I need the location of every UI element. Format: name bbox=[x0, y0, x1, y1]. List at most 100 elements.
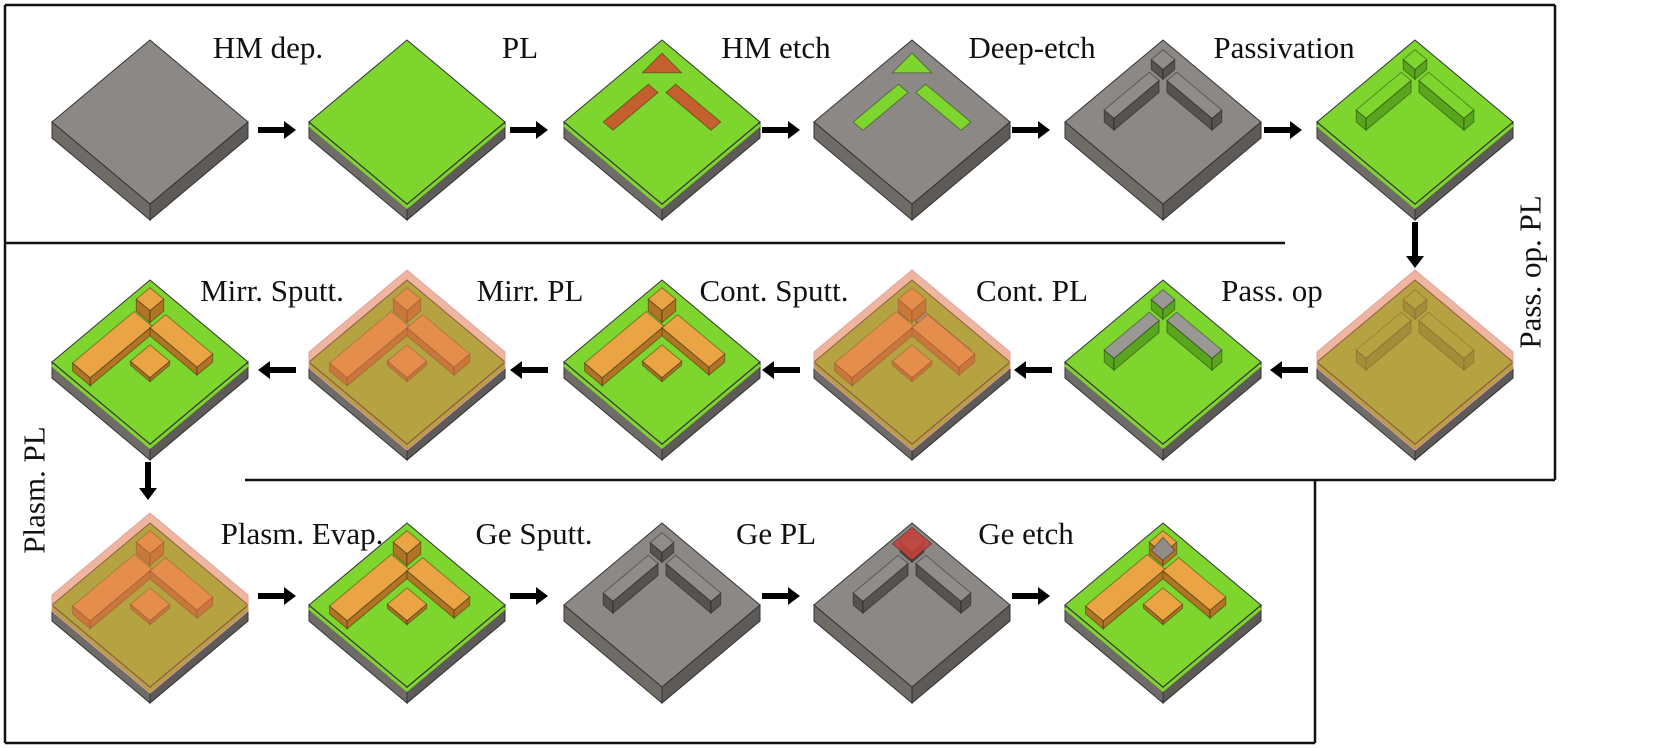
ridge-left bbox=[852, 554, 909, 602]
label-plasm-pl: Plasm. PL bbox=[16, 426, 52, 554]
arrow-icon bbox=[1012, 121, 1050, 139]
arrow-icon bbox=[1014, 361, 1052, 379]
ridge-left bbox=[1103, 311, 1160, 359]
green-layer-edge bbox=[51, 363, 249, 449]
tile-top-surface bbox=[308, 39, 506, 205]
arrow-head bbox=[536, 121, 548, 139]
wafer-tile bbox=[1064, 279, 1262, 462]
metal-pad-center bbox=[1142, 587, 1184, 622]
metal-pad-right bbox=[661, 313, 726, 368]
wafer-tile bbox=[563, 39, 761, 222]
ridge-apex bbox=[1150, 289, 1176, 311]
arrow-icon bbox=[258, 587, 296, 605]
wafer-tile bbox=[1064, 522, 1262, 705]
label-mirr-pl: Mirr. PL bbox=[476, 273, 584, 308]
wafer-tile bbox=[563, 279, 761, 462]
arrow-head bbox=[536, 587, 548, 605]
label-hm-dep: HM dep. bbox=[212, 30, 324, 65]
arrow-icon bbox=[139, 462, 157, 500]
metal-triangle-pad bbox=[135, 287, 165, 312]
ridge-right bbox=[915, 554, 972, 602]
green-layer-edge bbox=[1064, 363, 1262, 449]
wafer-tile bbox=[813, 39, 1011, 222]
green-layer-edge bbox=[563, 363, 761, 449]
arrow-head bbox=[1290, 121, 1302, 139]
arrow-icon bbox=[510, 587, 548, 605]
photoresist-overlay bbox=[51, 512, 249, 694]
ridge-right bbox=[665, 554, 722, 602]
arrow-head bbox=[1038, 587, 1050, 605]
wafer-tile bbox=[51, 279, 249, 462]
arrow-head bbox=[1406, 256, 1424, 268]
label-hm-etch: HM etch bbox=[721, 30, 831, 65]
ge-resist-cap bbox=[891, 526, 933, 561]
arrow-icon bbox=[762, 121, 800, 139]
wafer-tile bbox=[51, 512, 249, 705]
arrow-head bbox=[258, 361, 270, 379]
label-pl: PL bbox=[501, 30, 539, 65]
wafer-tile bbox=[1316, 39, 1514, 222]
arrow-head bbox=[788, 587, 800, 605]
metal-pad-center bbox=[129, 344, 171, 379]
metal-pad-right bbox=[1162, 556, 1227, 611]
tile-top-surface bbox=[1064, 39, 1262, 205]
arrow-icon bbox=[1012, 587, 1050, 605]
ridge-left bbox=[1355, 71, 1412, 119]
arrow-icon bbox=[510, 361, 548, 379]
arrow-head bbox=[284, 587, 296, 605]
metal-pad-left bbox=[583, 310, 665, 379]
arrow-icon bbox=[510, 121, 548, 139]
arrow-icon bbox=[1406, 222, 1424, 268]
ridge-apex bbox=[649, 532, 675, 554]
green-layer-edge bbox=[308, 123, 506, 209]
arrow-icon bbox=[1270, 361, 1308, 379]
metal-pad-right bbox=[149, 313, 214, 368]
label-pass-op-pl: Pass. op. PL bbox=[1512, 195, 1548, 349]
metal-pad-right bbox=[406, 556, 471, 611]
green-layer-edge bbox=[308, 606, 506, 692]
green-layer-edge bbox=[563, 123, 761, 209]
ridge-left bbox=[602, 554, 659, 602]
arrow-head bbox=[788, 121, 800, 139]
arrow-icon bbox=[258, 361, 296, 379]
green-bar-right bbox=[915, 83, 972, 131]
tile-top-surface bbox=[1316, 39, 1514, 205]
arrow-head bbox=[1270, 361, 1282, 379]
ridge-left bbox=[1103, 71, 1160, 119]
photoresist-overlay bbox=[1316, 269, 1514, 451]
label-ge-sputt: Ge Sputt. bbox=[475, 516, 593, 551]
label-cont-sputt: Cont. Sputt. bbox=[699, 273, 849, 308]
arrow-head bbox=[762, 361, 774, 379]
label-deep-etch: Deep-etch bbox=[968, 30, 1096, 65]
metal-triangle-pad bbox=[647, 287, 677, 312]
metal-pad-center bbox=[386, 587, 428, 622]
arrow-head bbox=[510, 361, 522, 379]
metal-pad-center bbox=[641, 344, 683, 379]
metal-pad-left bbox=[1084, 553, 1166, 622]
hard-mask-bar-left bbox=[602, 83, 659, 131]
green-layer-edge bbox=[1316, 123, 1514, 209]
tile-top-surface bbox=[51, 39, 249, 205]
arrow-head bbox=[1038, 121, 1050, 139]
metal-triangle-pad bbox=[392, 530, 422, 555]
ridge-apex bbox=[1402, 49, 1428, 71]
arrow-icon bbox=[1264, 121, 1302, 139]
wafer-tile bbox=[1064, 39, 1262, 222]
wafer-tile bbox=[308, 522, 506, 705]
green-layer-edge bbox=[1064, 606, 1262, 692]
label-ge-etch: Ge etch bbox=[978, 516, 1074, 551]
arrow-icon bbox=[258, 121, 296, 139]
arrow-head bbox=[139, 488, 157, 500]
wafer-tile bbox=[1316, 269, 1514, 462]
label-mirr-sputt: Mirr. Sputt. bbox=[200, 273, 344, 308]
tile-top-surface bbox=[813, 39, 1011, 205]
wafer-tile bbox=[563, 522, 761, 705]
tile-top-surface bbox=[1064, 279, 1262, 445]
label-ge-pl: Ge PL bbox=[735, 516, 817, 551]
ridge-right bbox=[1166, 71, 1223, 119]
tile-top-surface bbox=[563, 522, 761, 688]
wafer-tile bbox=[813, 269, 1011, 462]
wafer-tile bbox=[813, 522, 1011, 705]
